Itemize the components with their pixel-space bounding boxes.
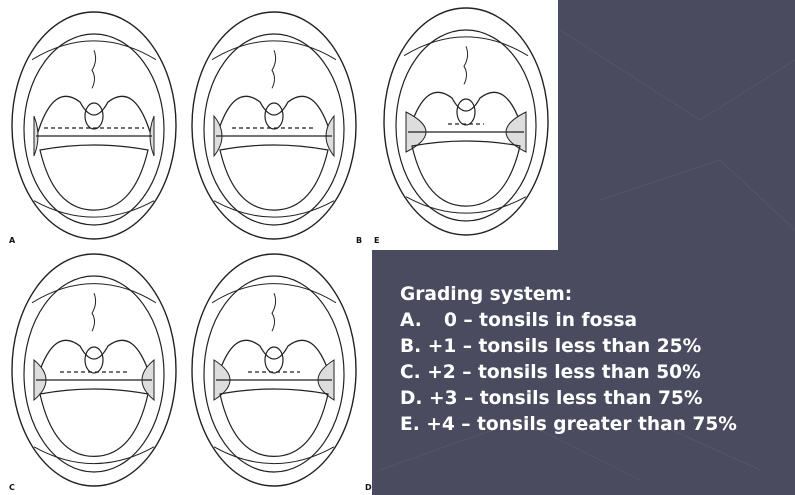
lower-teeth (214, 201, 334, 217)
palatal-arch (38, 340, 150, 376)
tongue (40, 145, 148, 210)
palate-raphe (92, 50, 96, 88)
uvula (85, 347, 103, 373)
palatal-arch (410, 92, 522, 128)
tongue (220, 389, 328, 456)
mouth-diagram-e (380, 4, 552, 239)
palate-raphe (92, 293, 96, 331)
uvula (265, 347, 283, 373)
mouth-diagram-d (188, 250, 360, 490)
panel-label-a: A (9, 236, 15, 245)
grading-letter: A. (400, 308, 444, 334)
lower-teeth (34, 201, 154, 217)
grading-item-a: A.0 – tonsils in fossa (400, 308, 795, 334)
grading-letter: C. (400, 362, 421, 383)
tongue (40, 389, 148, 456)
grading-text: +3 – tonsils less than 75% (429, 388, 703, 409)
lower-teeth (406, 197, 526, 213)
grading-letter: B. (400, 336, 421, 357)
palate-raphe (464, 46, 468, 84)
palatal-arch (218, 340, 330, 376)
mouth-diagram-b (188, 8, 360, 243)
mouth-diagram-c (8, 250, 180, 490)
palatal-arch (38, 96, 150, 132)
grading-item-b: B. +1 – tonsils less than 25% (400, 334, 795, 360)
uvula (457, 99, 475, 125)
grading-system: Grading system: A.0 – tonsils in fossa B… (400, 282, 795, 438)
grading-text: +2 – tonsils less than 50% (427, 362, 701, 383)
grading-text: +1 – tonsils less than 25% (428, 336, 702, 357)
palate-raphe (272, 50, 276, 88)
grading-text: +4 – tonsils greater than 75% (426, 414, 737, 435)
palatal-arch (218, 96, 330, 132)
tongue (220, 145, 328, 210)
palate-raphe (272, 293, 276, 331)
grading-item-e: E. +4 – tonsils greater than 75% (400, 412, 795, 438)
panel-label-c: C (9, 483, 15, 492)
panel-label-d: D (365, 483, 372, 492)
grading-item-c: C. +2 – tonsils less than 50% (400, 360, 795, 386)
panel-label-e: E (374, 236, 379, 245)
grading-item-d: D. +3 – tonsils less than 75% (400, 386, 795, 412)
grading-letter: D. (400, 388, 423, 409)
grading-letter: E. (400, 414, 420, 435)
panel-label-b: B (356, 236, 362, 245)
tongue (412, 141, 520, 206)
mouth-diagram-a (8, 8, 180, 243)
lower-teeth (34, 447, 154, 464)
lower-teeth (214, 447, 334, 464)
uvula (85, 103, 103, 129)
grading-text: 0 – tonsils in fossa (444, 310, 637, 331)
grading-heading: Grading system: (400, 282, 795, 308)
uvula (265, 103, 283, 129)
